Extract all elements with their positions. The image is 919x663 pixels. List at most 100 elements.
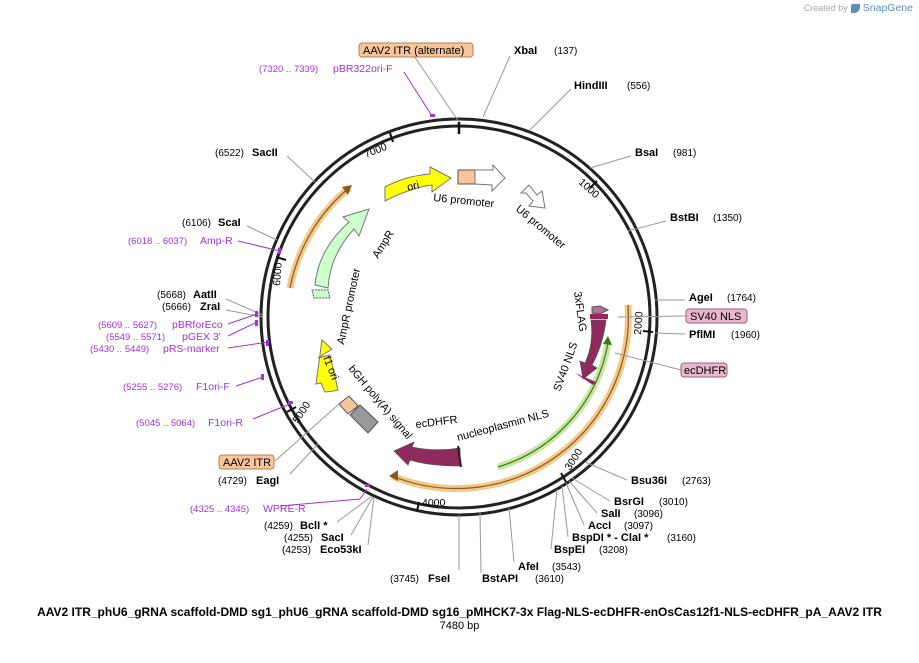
svg-text:(1764): (1764) <box>727 293 756 304</box>
feature-ori <box>384 166 452 202</box>
tick-label-1000: 1000 <box>576 176 602 201</box>
svg-text:ecDHFR: ecDHFR <box>684 365 726 377</box>
svg-text:(5430 .. 5449): (5430 .. 5449) <box>90 344 149 355</box>
orf-arc-left-head <box>342 185 352 195</box>
svg-text:(3610): (3610) <box>535 574 564 585</box>
tick-label-4000: 4000 <box>422 497 446 509</box>
svg-text:pGEX 3': pGEX 3' <box>182 331 221 343</box>
feature-ecdhfr-right <box>579 319 607 380</box>
svg-text:BsrGI: BsrGI <box>614 496 644 508</box>
label-ecdhfr: ecDHFR <box>415 414 458 431</box>
feature-aav2-itr-alt <box>457 169 476 185</box>
orf-arc-green-head <box>603 336 612 345</box>
tick-label-2000: 2000 <box>632 311 646 335</box>
snapgene-logo-icon <box>850 3 860 13</box>
svg-text:(2763): (2763) <box>682 476 711 487</box>
boxed-sv40-nls: SV40 NLS <box>617 308 748 324</box>
site-sali: SalI (3096) <box>568 480 663 520</box>
svg-text:pBR322ori-F: pBR322ori-F <box>333 63 393 75</box>
svg-text:Bsu36I: Bsu36I <box>631 475 667 487</box>
svg-text:(6106): (6106) <box>182 218 211 229</box>
svg-text:(6018 .. 6037): (6018 .. 6037) <box>128 236 187 247</box>
svg-text:(1960): (1960) <box>731 330 760 341</box>
tick-label-5000: 5000 <box>290 399 313 425</box>
site-afei: AfeI (3543) <box>508 507 581 573</box>
svg-text:AgeI: AgeI <box>689 292 713 304</box>
svg-text:(3097): (3097) <box>624 521 653 532</box>
label-3xflag: 3xFLAG <box>571 291 589 333</box>
site-saci: SacI (4255) <box>284 496 374 544</box>
svg-text:F1ori-R: F1ori-R <box>208 417 243 429</box>
svg-text:SV40 NLS: SV40 NLS <box>690 311 741 323</box>
svg-text:(3096): (3096) <box>634 509 663 520</box>
label-ori: ori <box>406 179 421 194</box>
tick-6000: 6000 <box>271 256 287 286</box>
svg-text:(5609 .. 5627): (5609 .. 5627) <box>98 320 157 331</box>
site-acci: AccI (3097) <box>565 482 653 532</box>
site-eco53ki: Eco53kI (4253) <box>282 496 375 556</box>
svg-text:(3745): (3745) <box>390 574 419 585</box>
label-u6-promoter-2: U6 promoter <box>513 203 568 252</box>
svg-text:SacII: SacII <box>252 147 278 159</box>
svg-text:(137): (137) <box>554 46 577 57</box>
svg-text:pRS-marker: pRS-marker <box>163 343 220 355</box>
tick-label-6000: 6000 <box>271 262 285 286</box>
orf-arc-green-core <box>497 342 609 468</box>
svg-text:(556): (556) <box>627 81 650 92</box>
svg-text:(981): (981) <box>673 148 696 159</box>
credit-brand: SnapGene <box>862 2 913 14</box>
feature-bgh-polya <box>349 404 379 434</box>
site-fsei: FseI (3745) <box>390 515 460 585</box>
feature-ampr <box>314 208 370 289</box>
svg-text:(3160): (3160) <box>667 533 696 544</box>
boxed-ecdhfr: ecDHFR <box>614 352 728 378</box>
svg-text:SacI: SacI <box>321 532 344 544</box>
svg-text:pBRforEco: pBRforEco <box>172 319 223 331</box>
svg-text:(7320 .. 7339): (7320 .. 7339) <box>259 64 318 75</box>
svg-text:(5549 .. 5571): (5549 .. 5571) <box>106 332 165 343</box>
svg-text:BspDI * - ClaI *: BspDI * - ClaI * <box>572 532 649 544</box>
feature-f1-ori <box>315 338 339 393</box>
svg-text:BstBI: BstBI <box>670 212 699 224</box>
site-bsu36i: Bsu36I (2763) <box>584 461 711 487</box>
orf-arc-left-core <box>289 187 350 289</box>
label-ampr: AmpR <box>370 228 396 260</box>
feature-sv40-nls-right <box>575 373 596 385</box>
svg-text:(4259): (4259) <box>264 521 293 532</box>
site-sacii: SacII (6522) <box>215 147 317 184</box>
svg-text:(3208): (3208) <box>599 545 628 556</box>
svg-text:AAV2 ITR: AAV2 ITR <box>223 457 271 469</box>
feature-3xflag <box>591 305 610 315</box>
svg-text:F1ori-F: F1ori-F <box>196 381 230 393</box>
svg-text:FseI: FseI <box>428 573 450 585</box>
svg-text:AfeI: AfeI <box>518 561 539 573</box>
site-bstapi: BstAPI (3610) <box>479 512 564 585</box>
feature-nucleoplasmin-nls <box>457 445 462 468</box>
site-bsrgi: BsrGI (3010) <box>571 477 688 508</box>
plasmid-length: 7480 bp <box>439 620 480 632</box>
svg-text:BclI *: BclI * <box>300 520 328 532</box>
site-pflmi: PflMI (1960) <box>654 329 760 341</box>
site-bspdi-clai: BspDI * - ClaI * (3160) <box>561 485 696 544</box>
svg-text:Eco53kI: Eco53kI <box>320 544 362 556</box>
svg-text:AatII: AatII <box>193 289 217 301</box>
svg-text:(5045 .. 5064): (5045 .. 5064) <box>136 418 195 429</box>
svg-text:(1350): (1350) <box>713 213 742 224</box>
svg-text:(3543): (3543) <box>552 562 581 573</box>
label-ampr-promoter: AmpR promoter <box>335 267 363 346</box>
svg-text:XbaI: XbaI <box>514 45 537 57</box>
label-nucleoplasmin-nls: nucleoplasmin NLS <box>456 408 551 444</box>
primer-pgex3: (5549 .. 5571) pGEX 3' <box>106 320 258 343</box>
svg-text:EagI: EagI <box>256 475 279 487</box>
svg-text:(5666): (5666) <box>162 302 191 313</box>
svg-text:HindIII: HindIII <box>574 80 608 92</box>
svg-text:(4325 .. 4345): (4325 .. 4345) <box>190 504 249 515</box>
site-agei: AgeI (1764) <box>655 292 756 304</box>
site-bsai: BsaI (981) <box>589 147 696 169</box>
boxed-aav2-itr-alternate: AAV2 ITR (alternate) <box>358 42 474 123</box>
primer-f1ori-f: (5255 .. 5276) F1ori-F <box>123 374 264 393</box>
svg-text:(5668): (5668) <box>157 290 186 301</box>
credit-prefix: Created by <box>803 3 848 13</box>
primer-f1ori-r: (5045 .. 5064) F1ori-R <box>136 401 293 429</box>
svg-text:AAV2 ITR (alternate): AAV2 ITR (alternate) <box>363 45 464 57</box>
